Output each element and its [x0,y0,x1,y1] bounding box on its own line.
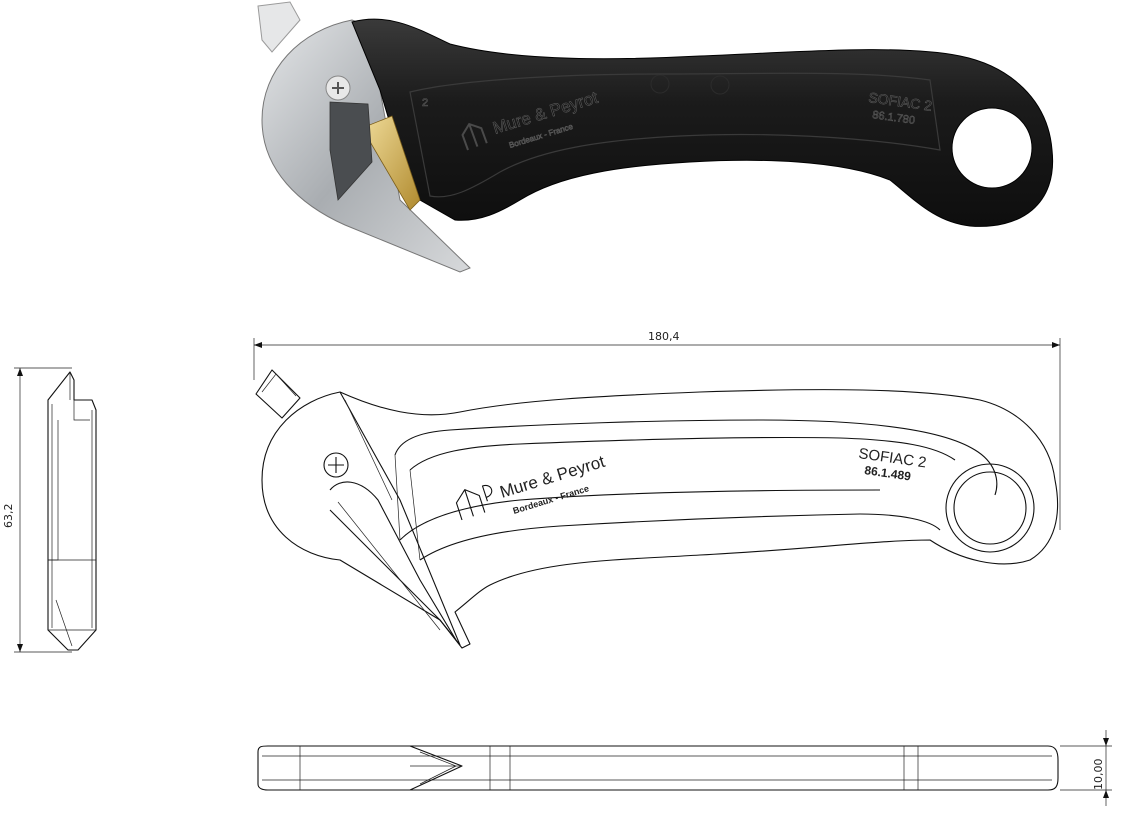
photo-finger-hole [951,107,1033,189]
drawing-logo [455,484,493,521]
drawing-model-ref: 86.1.489 [864,463,913,483]
photo-logo [461,122,488,151]
product-photo: 2 Mure & Peyrot Bordeaux - France SOFIAC… [257,1,1054,273]
dimension-length: 180,4 [648,330,680,343]
photo-mark: 2 [422,97,428,109]
front-view-drawing: 180,4 Mure & Peyrot Bordeaux - France SO… [253,330,1061,649]
bottom-view-drawing: 10,00 [257,730,1112,806]
side-view-drawing: 63,2 [2,367,97,653]
photo-handle [351,18,1054,227]
dimension-height: 63,2 [2,504,15,529]
photo-blade [361,115,421,211]
dimension-thickness: 10,00 [1092,759,1105,791]
